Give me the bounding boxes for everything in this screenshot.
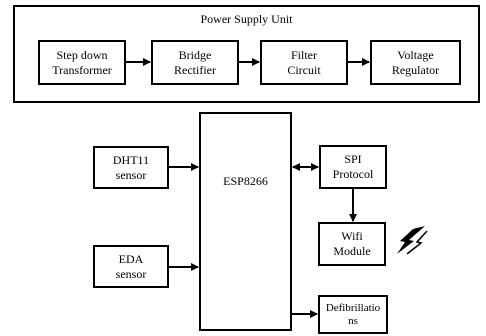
spi-protocol-block: SPI Protocol: [319, 145, 387, 189]
esp8266-label: ESP8266: [223, 174, 268, 188]
bridge-rectifier-label: Bridge Rectifier: [174, 47, 216, 77]
dht11-sensor-label: DHT11 sensor: [112, 152, 150, 182]
eda-sensor-label: EDA sensor: [115, 251, 147, 281]
step-down-transformer-label: Step down Transformer: [52, 47, 112, 77]
filter-circuit-block: Filter Circuit: [260, 40, 348, 85]
esp8266-block: ESP8266: [199, 112, 292, 331]
bridge-rectifier-block: Bridge Rectifier: [151, 40, 239, 85]
wifi-module-block: Wifi Module: [318, 222, 386, 266]
step-down-transformer-block: Step down Transformer: [38, 40, 126, 85]
voltage-regulator-block: Voltage Regulator: [370, 40, 461, 85]
eda-sensor-block: EDA sensor: [93, 245, 169, 288]
lightning-bolt-icon: [397, 226, 428, 255]
power-supply-title: Power Supply Unit: [200, 12, 293, 26]
dht11-sensor-block: DHT11 sensor: [93, 146, 169, 189]
filter-circuit-label: Filter Circuit: [287, 47, 321, 77]
wifi-module-label: Wifi Module: [333, 229, 371, 258]
defibrillations-block: Defibrillatio ns: [318, 295, 388, 334]
voltage-regulator-label: Voltage Regulator: [391, 47, 440, 77]
spi-protocol-label: SPI Protocol: [332, 152, 374, 181]
defibrillations-label: Defibrillatio ns: [325, 301, 381, 327]
